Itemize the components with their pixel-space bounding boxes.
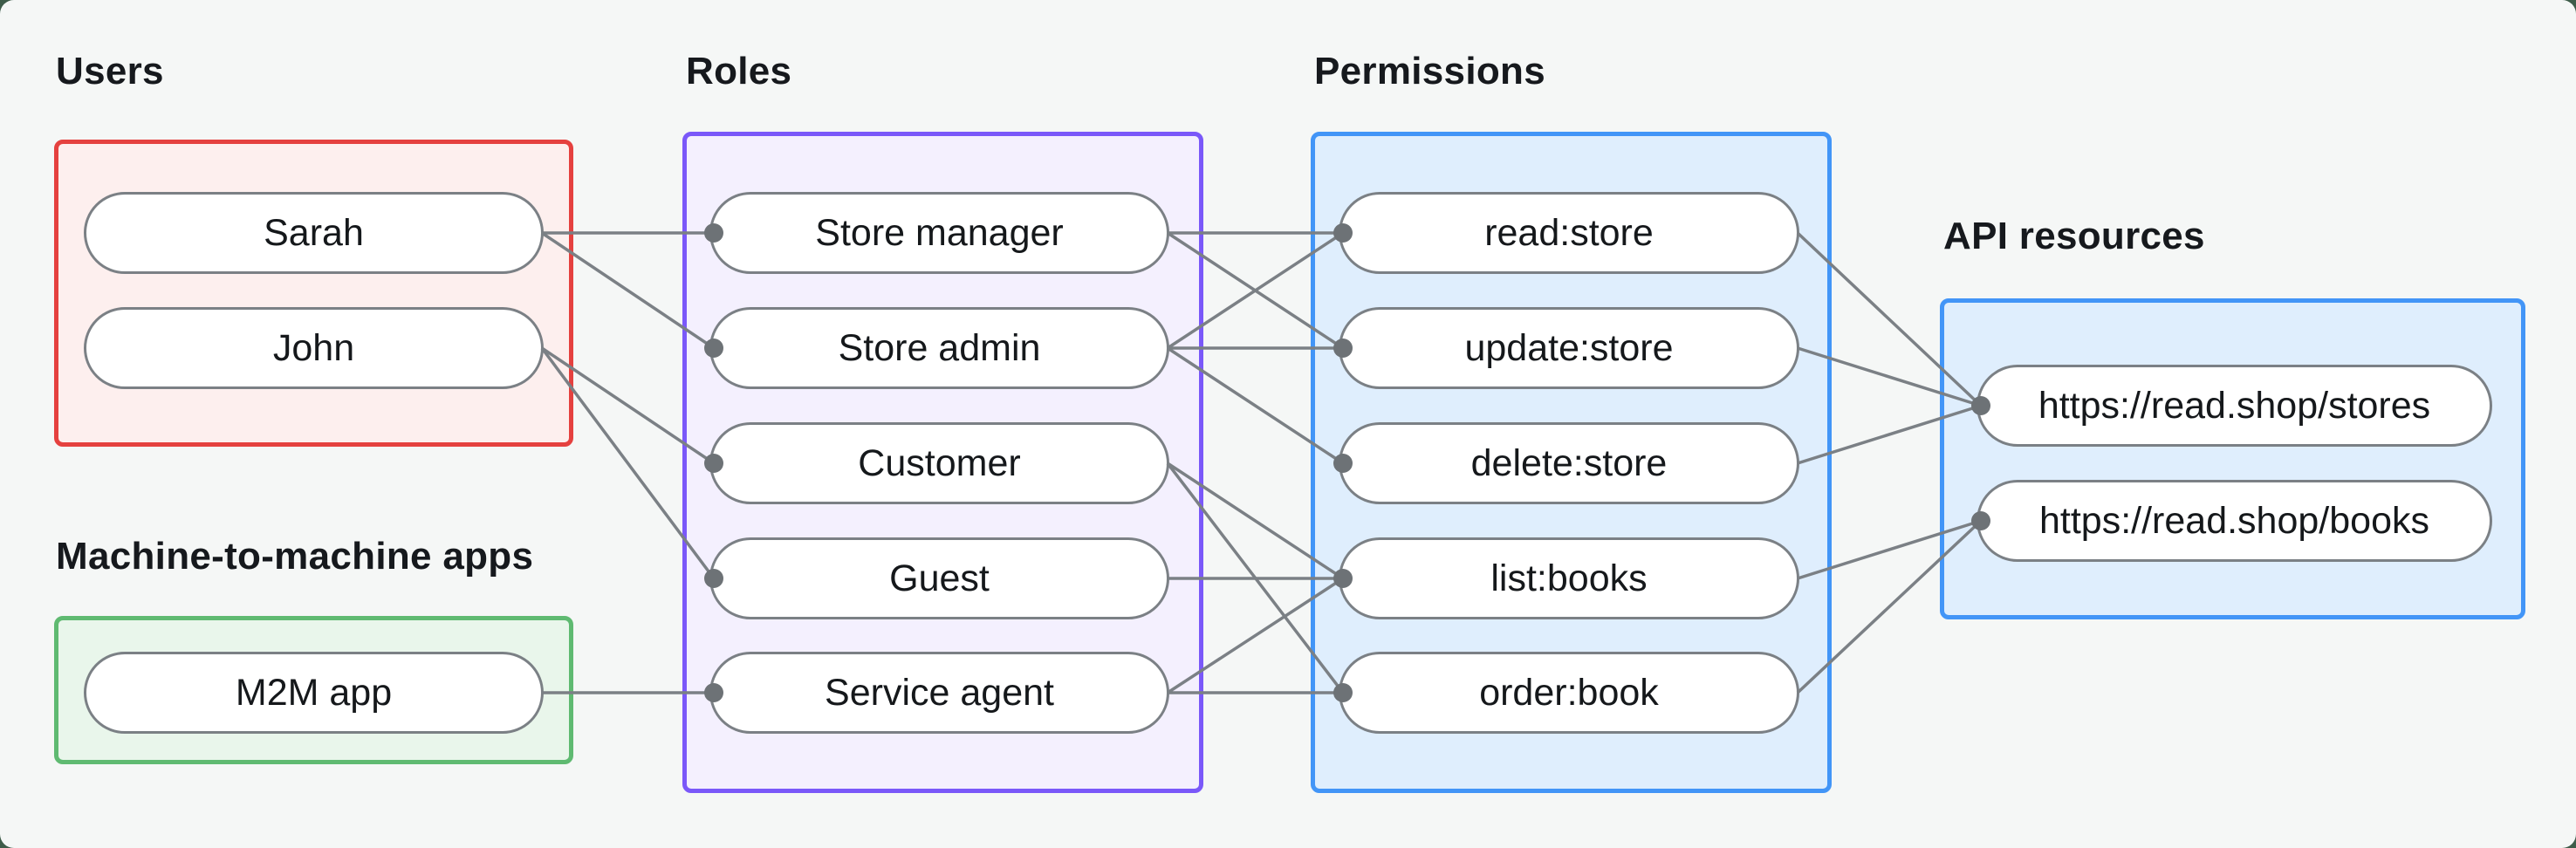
- node-label-stores: https://read.shop/stores: [2038, 384, 2431, 427]
- api_resources-group-box: [1940, 298, 2525, 619]
- node-read_store: read:store: [1339, 192, 1799, 274]
- node-label-read_store: read:store: [1484, 211, 1654, 254]
- node-label-guest: Guest: [889, 557, 990, 599]
- node-update_store: update:store: [1339, 307, 1799, 389]
- node-store_admin: Store admin: [709, 307, 1169, 389]
- node-label-update_store: update:store: [1464, 326, 1674, 369]
- node-order_book: order:book: [1339, 652, 1799, 734]
- node-label-john: John: [272, 326, 355, 369]
- permissions-section-title: Permissions: [1314, 50, 1545, 92]
- node-service_agent: Service agent: [709, 652, 1169, 734]
- users-group-box: [54, 140, 573, 447]
- node-label-delete_store: delete:store: [1470, 441, 1668, 484]
- api_resources-section-title: API resources: [1943, 215, 2205, 257]
- m2m-section-title: Machine-to-machine apps: [56, 535, 534, 578]
- node-store_manager: Store manager: [709, 192, 1169, 274]
- node-label-books: https://read.shop/books: [2038, 499, 2429, 542]
- node-m2m_app: M2M app: [84, 652, 544, 734]
- node-guest: Guest: [709, 537, 1169, 619]
- users-section-title: Users: [56, 50, 164, 92]
- roles-section-title: Roles: [686, 50, 792, 92]
- node-sarah: Sarah: [84, 192, 544, 274]
- node-list_books: list:books: [1339, 537, 1799, 619]
- node-label-order_book: order:book: [1479, 671, 1659, 714]
- node-label-store_admin: Store admin: [838, 326, 1041, 369]
- node-stores: https://read.shop/stores: [1977, 365, 2492, 447]
- node-label-service_agent: Service agent: [825, 671, 1054, 714]
- node-label-store_manager: Store manager: [815, 211, 1064, 254]
- node-customer: Customer: [709, 422, 1169, 504]
- node-books: https://read.shop/books: [1977, 480, 2492, 562]
- node-label-list_books: list:books: [1490, 557, 1648, 599]
- node-label-customer: Customer: [858, 441, 1021, 484]
- node-john: John: [84, 307, 544, 389]
- node-delete_store: delete:store: [1339, 422, 1799, 504]
- node-label-sarah: Sarah: [264, 211, 364, 254]
- node-label-m2m_app: M2M app: [235, 671, 393, 714]
